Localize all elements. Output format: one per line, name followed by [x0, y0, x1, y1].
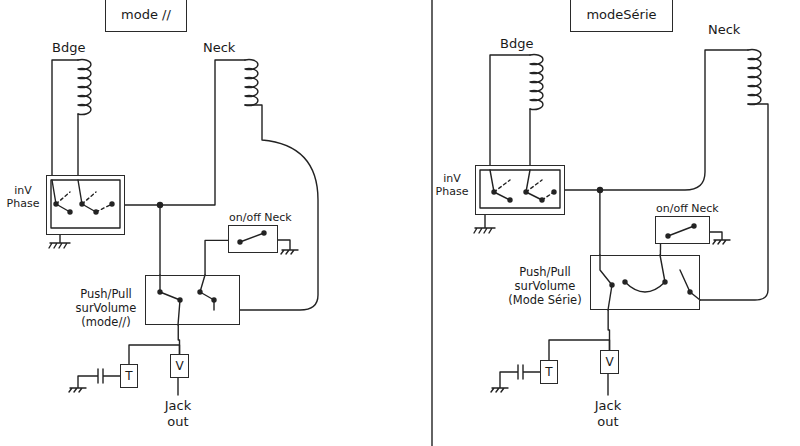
switch-box: inV Phase — [46, 175, 125, 235]
pickup-coil — [530, 55, 543, 110]
switch-inner-outline — [480, 170, 560, 208]
switch-box: on/off Neck — [655, 216, 710, 244]
wire-connector — [660, 244, 661, 255]
pickup-coil — [748, 50, 761, 105]
switch-dot — [80, 202, 84, 206]
header-box: mode // — [105, 0, 187, 32]
switch-contact — [56, 192, 112, 212]
pickup-label: Neck — [708, 22, 740, 38]
switch-dot — [688, 290, 692, 294]
wire — [529, 109, 530, 165]
capacitor-ground — [69, 369, 120, 392]
wire — [77, 114, 78, 175]
box-text: mode // — [121, 7, 171, 23]
wire-connector — [205, 240, 228, 275]
switch-label: inV Phase — [4, 184, 42, 210]
switch-box: inV Phase — [475, 165, 565, 215]
switch-label: inV Phase — [433, 172, 471, 198]
box-text: T — [125, 369, 132, 383]
divider — [431, 0, 432, 446]
box-text: V — [605, 355, 613, 369]
jack-lead — [607, 374, 608, 395]
switch-label: Push/Pull surVolume (mode//) — [71, 288, 141, 329]
switch-box: Push/Pull surVolume (mode//) — [145, 275, 240, 325]
switch-inner-outline — [51, 180, 120, 228]
pickup-label: Neck — [203, 40, 235, 56]
switch-contact — [160, 275, 214, 310]
switch-contact — [52, 180, 96, 212]
jack-label: Jack out — [158, 398, 198, 429]
switch-dot — [692, 224, 696, 228]
pickup-label: Bdge — [52, 40, 85, 56]
switch-contact — [490, 170, 542, 200]
box-text: modeSérie — [586, 7, 656, 23]
switch-dot — [110, 202, 114, 206]
switch-box: on/off Neck — [228, 225, 278, 253]
tone-pot: T — [540, 360, 558, 384]
switch-dot — [68, 210, 72, 214]
switch-contact — [668, 226, 694, 236]
switch-dot — [623, 280, 627, 284]
ground-symbol — [49, 235, 70, 248]
switch-dot — [212, 298, 216, 302]
switch-dot — [94, 210, 98, 214]
switch-contact — [608, 285, 612, 310]
switch-dot — [158, 290, 162, 294]
header-box: modeSérie — [570, 0, 673, 32]
ground-symbol — [474, 215, 495, 233]
switch-dot — [524, 190, 528, 194]
ground-symbol — [710, 232, 730, 244]
pickup-label: Bdge — [500, 36, 533, 52]
switch-dot — [508, 198, 512, 202]
ground-symbol — [278, 240, 298, 254]
switch-dot — [238, 240, 242, 244]
switch-dot — [663, 280, 667, 284]
wire — [240, 105, 318, 310]
switch-contact — [240, 233, 264, 242]
jack-label: Jack out — [588, 398, 628, 429]
wire — [52, 60, 78, 175]
tone-pot: T — [120, 364, 138, 388]
pickup-coil — [78, 60, 91, 115]
switch-contact — [600, 255, 700, 300]
capacitor-ground — [491, 365, 540, 392]
wire — [600, 50, 748, 190]
switch-contact — [494, 180, 554, 200]
switch-dot — [540, 198, 544, 202]
switch-label: on/off Neck — [229, 211, 292, 224]
switch-dot — [552, 190, 556, 194]
switch-label: Push/Pull surVolume (Mode Série) — [504, 266, 586, 307]
switch-dot — [492, 190, 496, 194]
switch-dot — [54, 202, 58, 206]
box-text: V — [175, 359, 183, 373]
switch-label: on/off Neck — [656, 202, 719, 215]
wire-connector — [565, 190, 600, 255]
jack-lead — [177, 378, 178, 395]
switch-dot — [198, 290, 202, 294]
volume-pot: V — [170, 354, 189, 378]
switch-dot — [666, 234, 670, 238]
volume-pot: V — [600, 350, 619, 374]
wire-connector — [125, 205, 160, 275]
pickup-coil — [245, 59, 258, 105]
box-text: T — [545, 365, 552, 379]
wire — [490, 55, 530, 165]
switch-box: Push/Pull surVolume (Mode Série) — [590, 255, 700, 310]
wire — [160, 60, 245, 205]
switch-dot — [262, 231, 266, 235]
switch-contact — [178, 300, 180, 325]
